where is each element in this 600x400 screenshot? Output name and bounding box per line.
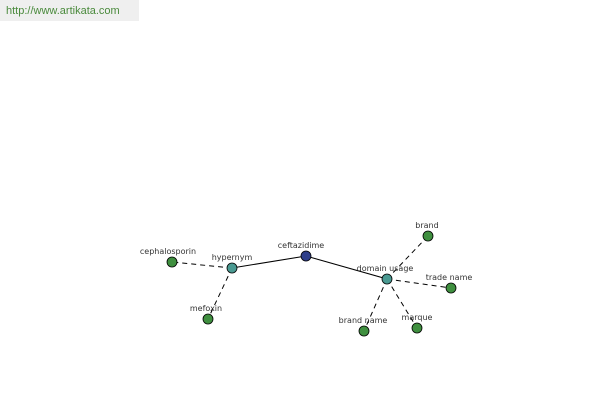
node-cephalosporin[interactable]: cephalosporin	[140, 247, 196, 268]
edge-hypernym-mefoxin	[207, 267, 233, 320]
edge-hypernym-cephalosporin	[171, 261, 233, 269]
node-label-hypernym: hypernym	[212, 253, 253, 262]
node-marker-cephalosporin[interactable]	[166, 256, 178, 268]
node-marker-marque[interactable]	[411, 322, 423, 334]
node-marker-brand-name[interactable]	[358, 325, 370, 337]
node-label-trade-name: trade name	[426, 273, 473, 282]
edge-domain-usage-brand-name	[363, 278, 388, 332]
edge-domain-usage-trade-name	[386, 278, 452, 289]
node-label-domain-usage: domain usage	[357, 264, 414, 273]
node-marker-mefoxin[interactable]	[202, 313, 214, 325]
node-label-ceftazidime: ceftazidime	[278, 241, 325, 250]
node-hypernym[interactable]: hypernym	[212, 253, 253, 274]
node-domain-usage[interactable]: domain usage	[357, 264, 414, 285]
nodes-layer: ceftazidime hypernym domain usage cephalosp…	[140, 221, 473, 337]
edge-domain-usage-marque	[386, 278, 418, 329]
node-marque[interactable]: marque	[402, 313, 433, 334]
node-label-marque: marque	[402, 313, 433, 322]
edge-ceftazidime-domain-usage	[305, 255, 388, 280]
node-marker-hypernym[interactable]	[226, 262, 238, 274]
edge-ceftazidime-hypernym	[231, 255, 307, 269]
node-mefoxin[interactable]: mefoxin	[190, 304, 222, 325]
node-label-brand-name: brand name	[339, 316, 388, 325]
node-ceftazidime[interactable]: ceftazidime	[278, 241, 325, 262]
node-marker-trade-name[interactable]	[445, 282, 457, 294]
node-marker-brand[interactable]	[422, 230, 434, 242]
node-label-cephalosporin: cephalosporin	[140, 247, 196, 256]
node-trade-name[interactable]: trade name	[426, 273, 473, 294]
node-label-mefoxin: mefoxin	[190, 304, 222, 313]
node-marker-ceftazidime[interactable]	[300, 250, 312, 262]
node-brand-name[interactable]: brand name	[339, 316, 388, 337]
edge-domain-usage-brand	[386, 235, 429, 280]
node-brand[interactable]: brand	[415, 221, 439, 242]
edges-layer	[171, 235, 452, 332]
source-link[interactable]: http://www.artikata.com	[0, 0, 139, 21]
node-marker-domain-usage[interactable]	[381, 273, 393, 285]
node-label-brand: brand	[415, 221, 438, 230]
